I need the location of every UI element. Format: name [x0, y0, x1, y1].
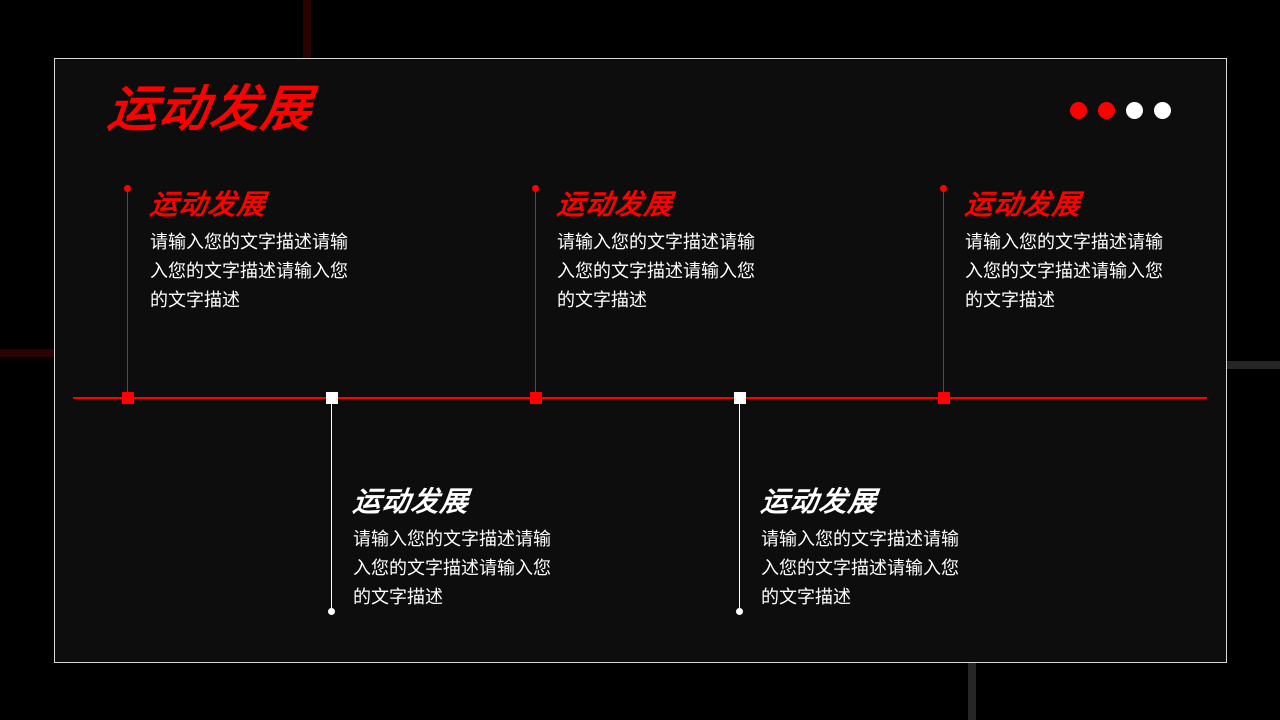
- timeline-connector: [943, 189, 944, 398]
- indicator-dot: [1070, 102, 1087, 119]
- background-stripe: [0, 349, 54, 357]
- background-stripe: [303, 0, 311, 58]
- indicator-dots: [1070, 102, 1171, 119]
- slide-panel: [54, 58, 1227, 663]
- timeline-node: [122, 392, 134, 404]
- timeline-item-description: 请输入您的文字描述请输入您的文字描述请输入您的文字描述: [150, 232, 348, 311]
- timeline-connector: [535, 189, 536, 398]
- indicator-dot: [1154, 102, 1171, 119]
- background-stripe: [1227, 361, 1280, 369]
- timeline-endpoint-dot: [940, 185, 947, 192]
- slide-title: 运动发展: [104, 80, 316, 138]
- timeline-item-title: 运动发展: [759, 485, 879, 518]
- timeline-node: [938, 392, 950, 404]
- timeline-axis: [73, 397, 1207, 399]
- timeline-node: [326, 392, 338, 404]
- timeline-endpoint-dot: [532, 185, 539, 192]
- background-stripe: [968, 663, 976, 720]
- timeline-endpoint-dot: [736, 608, 743, 615]
- timeline-item-description: 请输入您的文字描述请输入您的文字描述请输入您的文字描述: [965, 232, 1163, 311]
- timeline-connector: [331, 398, 332, 611]
- timeline-item-description: 请输入您的文字描述请输入您的文字描述请输入您的文字描述: [353, 529, 551, 608]
- indicator-dot: [1126, 102, 1143, 119]
- timeline-item-title: 运动发展: [148, 188, 268, 221]
- timeline-endpoint-dot: [328, 608, 335, 615]
- timeline-connector: [739, 398, 740, 611]
- timeline-node: [734, 392, 746, 404]
- indicator-dot: [1098, 102, 1115, 119]
- timeline-node: [530, 392, 542, 404]
- timeline-item-title: 运动发展: [555, 188, 675, 221]
- timeline-item-title: 运动发展: [351, 485, 471, 518]
- timeline-item-description: 请输入您的文字描述请输入您的文字描述请输入您的文字描述: [761, 529, 959, 608]
- timeline-connector: [127, 189, 128, 398]
- timeline-endpoint-dot: [124, 185, 131, 192]
- timeline-item-title: 运动发展: [963, 188, 1083, 221]
- timeline-item-description: 请输入您的文字描述请输入您的文字描述请输入您的文字描述: [557, 232, 755, 311]
